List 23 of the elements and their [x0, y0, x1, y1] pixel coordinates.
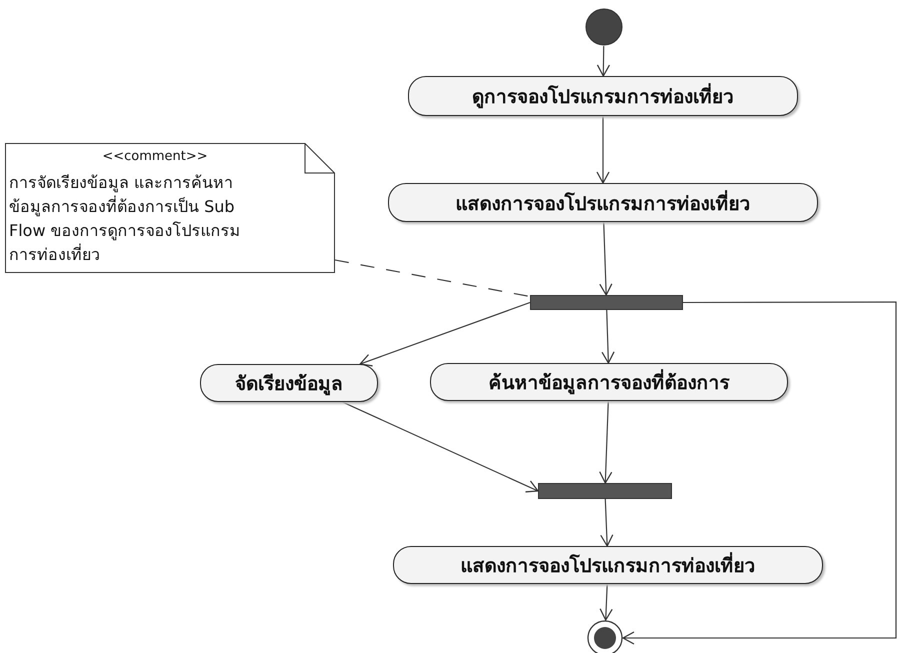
arrow — [600, 498, 614, 547]
arrow — [596, 116, 610, 184]
arrow — [600, 584, 613, 621]
sync-bar — [538, 483, 672, 499]
anchor-line — [334, 259, 530, 298]
comment-text: การจัดเรียงข้อมูล และการค้นหาข้อมูลการจองที่ต้องการเป็น Sub Flow ของการดูการจองโปรแกรมการท่องเที่ยว — [9, 172, 242, 266]
activity-box: แสดงการจองโปรแกรมการท่องเที่ยว — [393, 546, 823, 584]
arrow — [596, 46, 610, 77]
arrow — [599, 222, 612, 296]
arrow — [360, 302, 530, 366]
arrow — [601, 310, 615, 364]
activity-box: แสดงการจองโปรแกรมการท่องเที่ยว — [388, 183, 818, 222]
final-node — [587, 620, 623, 653]
comment-note — [5, 143, 335, 273]
arrow — [342, 402, 539, 492]
arrow — [622, 301, 897, 645]
activity-box: จัดเรียงข้อมูล — [200, 364, 378, 402]
activity-box: ค้นหาข้อมูลการจองที่ต้องการ — [430, 363, 788, 401]
arrow — [599, 400, 612, 484]
stereotype-label: <<comment>> — [101, 149, 209, 164]
sync-bar — [530, 295, 683, 310]
activity-box: ดูการจองโปรแกรมการท่องเที่ยว — [408, 76, 798, 116]
initial-node — [585, 8, 623, 46]
